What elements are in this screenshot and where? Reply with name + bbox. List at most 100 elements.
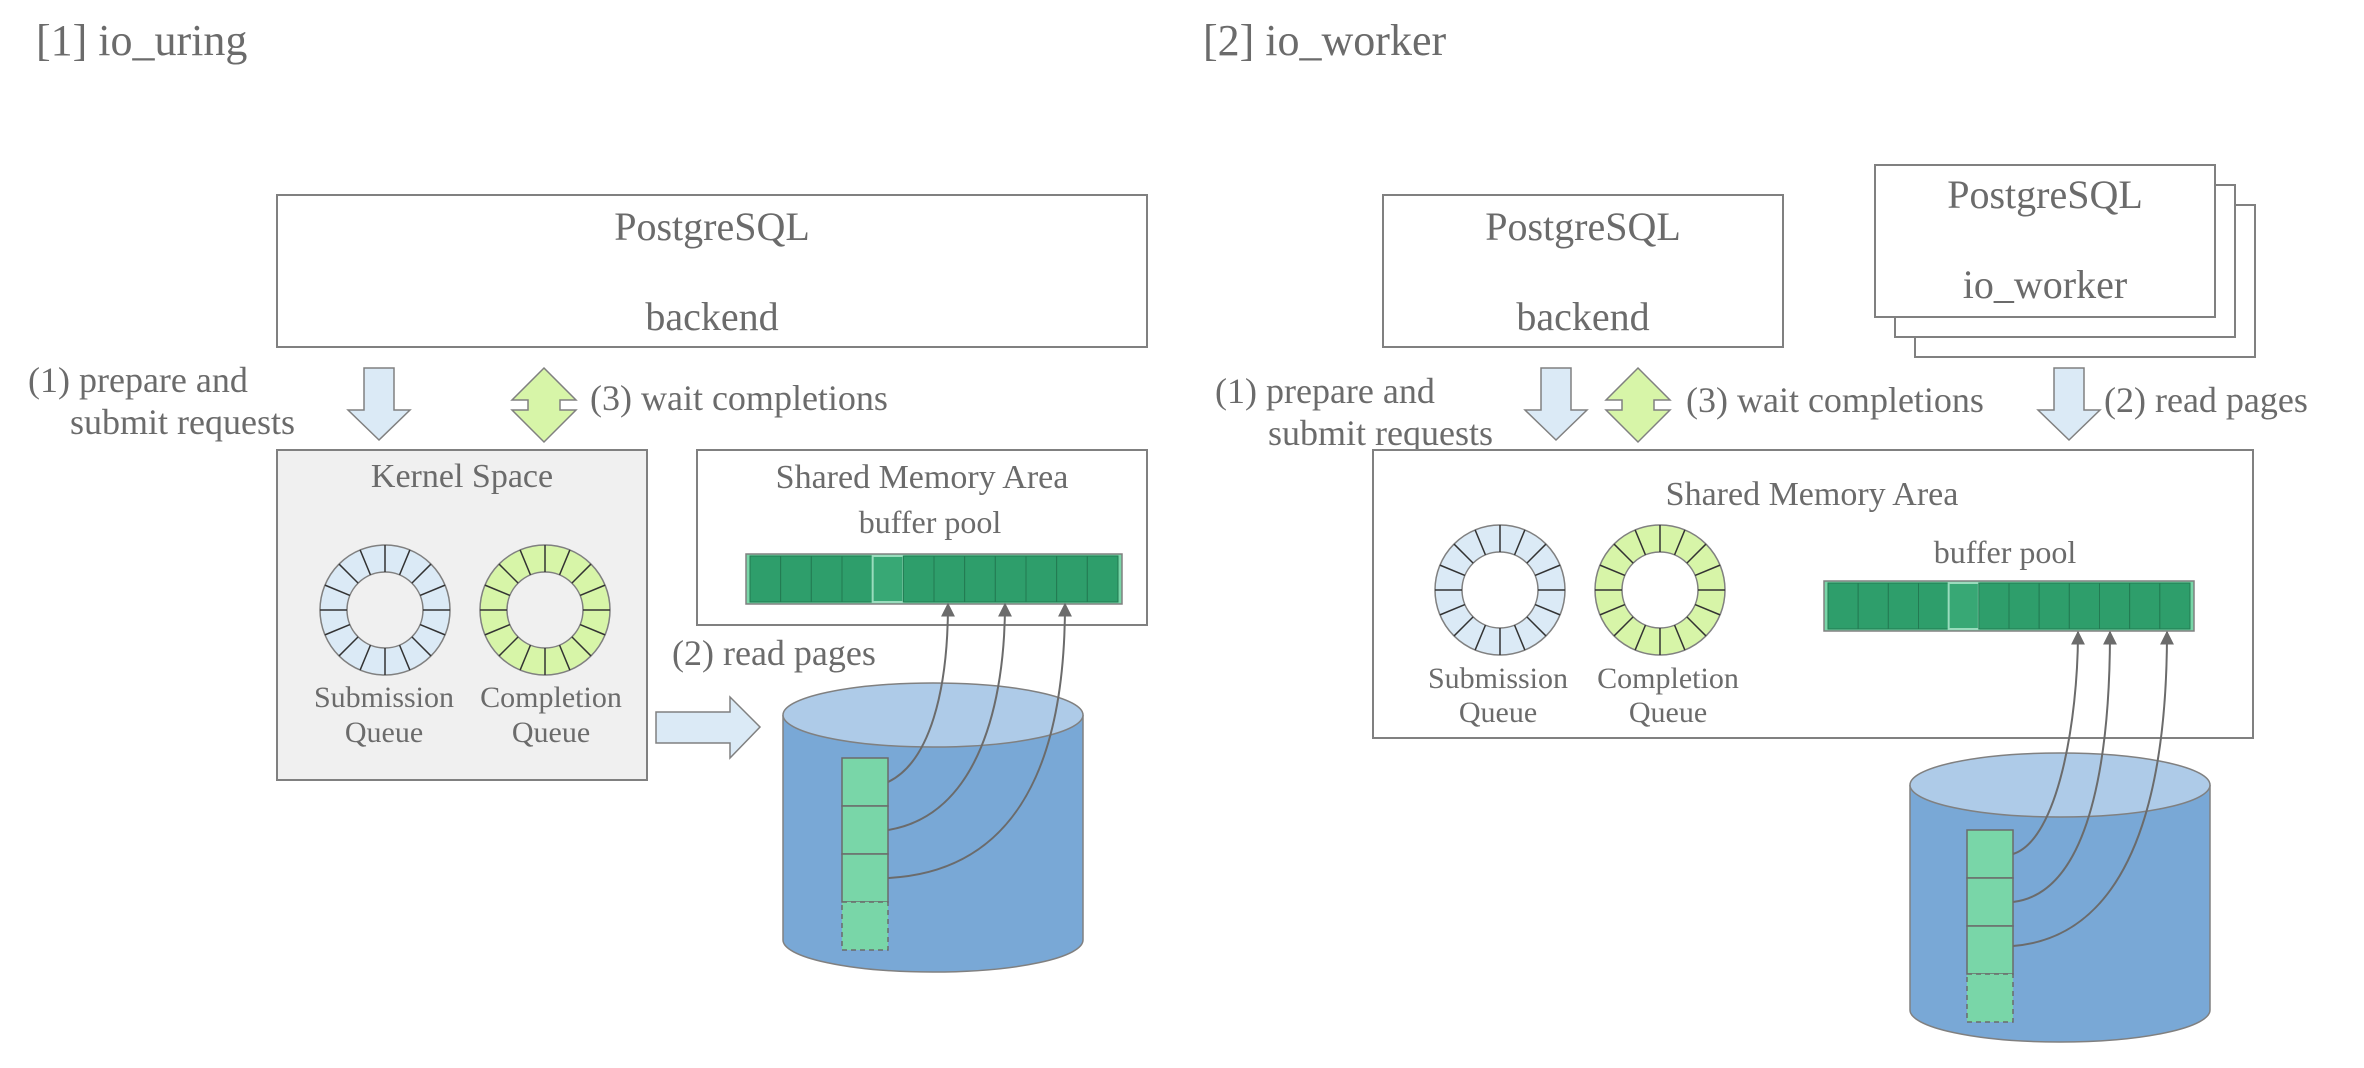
read-curve-2-1 xyxy=(2012,630,2085,855)
ring-slot-divider xyxy=(419,623,446,636)
submission-queue-label-2-line1: Submission xyxy=(1428,662,1568,695)
read-curve-1 xyxy=(887,602,955,783)
buffer-page xyxy=(1918,582,1950,630)
ring-slot-divider xyxy=(484,584,511,597)
ring-slot-divider xyxy=(1474,529,1487,556)
completion-queue-ring xyxy=(479,544,611,676)
ring-slot-divider xyxy=(571,636,592,657)
step2-label: (2) read pages xyxy=(672,633,876,673)
shared-memory-box: Shared Memory Area buffer pool xyxy=(696,449,1148,626)
ring-slot-divider xyxy=(558,644,571,671)
buffer-page xyxy=(964,555,996,603)
buffer-page xyxy=(1827,582,1859,630)
step2-label-2: (2) read pages xyxy=(2104,380,2308,420)
disk-page xyxy=(841,805,889,855)
ring-slot-divider xyxy=(1526,616,1547,637)
panel-io-worker: [2] io_worker PostgreSQL backend Postgre… xyxy=(1203,16,2308,1043)
buffer-page xyxy=(994,555,1027,603)
ring-slot-divider xyxy=(1686,543,1707,564)
ring-slot-divider xyxy=(398,644,411,671)
backend-box-subtitle: backend xyxy=(645,294,778,339)
disk-page xyxy=(1966,973,2014,1023)
buffer-page xyxy=(1857,582,1889,630)
backend-box: PostgreSQL backend xyxy=(276,194,1148,348)
read-curve-3 xyxy=(887,602,1072,879)
ring-slot-divider xyxy=(1613,543,1634,564)
ring-slot-divider xyxy=(558,549,571,576)
backend-box-2-subtitle: backend xyxy=(1516,294,1649,339)
ring-slot-divider xyxy=(398,549,411,576)
disk-cylinder-2 xyxy=(1909,752,2211,1043)
step3-label-2: (3) wait completions xyxy=(1686,380,1984,420)
buffer-page xyxy=(871,555,905,603)
submission-queue-ring-2 xyxy=(1434,524,1566,656)
buffer-page xyxy=(841,555,874,603)
backend-box-title: PostgreSQL xyxy=(614,204,810,249)
ring-slot-divider xyxy=(498,636,519,657)
ring-slot-divider xyxy=(579,584,606,597)
ring-slot-divider xyxy=(324,623,351,636)
disk-page xyxy=(841,901,889,951)
buffer-page xyxy=(1947,582,1980,630)
ring-slot-divider xyxy=(571,563,592,584)
submission-queue-ring xyxy=(319,544,451,676)
ring-slot-divider xyxy=(1673,624,1686,651)
ring-slot-divider xyxy=(324,584,351,597)
buffer-pool-label-2: buffer pool xyxy=(1934,534,2077,570)
ring-slot-divider xyxy=(1534,603,1561,616)
ring-slot-divider xyxy=(338,636,359,657)
disk-pages xyxy=(841,757,889,951)
read-curve-2-3 xyxy=(2012,630,2174,947)
buffer-page xyxy=(749,555,782,603)
panel2-title: [2] io_worker xyxy=(1203,16,1446,65)
ring-slot-divider xyxy=(1634,529,1647,556)
buffer-page xyxy=(902,555,935,603)
ring-slot-divider xyxy=(411,563,432,584)
ring-slot-divider xyxy=(519,644,532,671)
ring-slot-divider xyxy=(338,563,359,584)
disk-cylinder xyxy=(782,682,1084,973)
submit-arrow xyxy=(346,367,412,442)
step1-label-2-line2: submit requests xyxy=(1268,413,1493,453)
read-curve-2 xyxy=(887,602,1012,831)
submission-queue-label-line2: Queue xyxy=(345,716,423,749)
ring-slot-divider xyxy=(359,644,372,671)
disk-page xyxy=(841,853,889,903)
ring-slot-divider xyxy=(1453,543,1474,564)
ring-slot-divider xyxy=(359,549,372,576)
completion-queue-ring-2 xyxy=(1594,524,1726,656)
ring-slot-divider xyxy=(1513,624,1526,651)
wait-double-arrow xyxy=(510,366,578,444)
backend-box-2: PostgreSQL backend xyxy=(1382,194,1784,348)
disk-page xyxy=(841,757,889,807)
buffer-page xyxy=(2008,582,2040,630)
panel1-title: [1] io_uring xyxy=(36,16,247,65)
ring-slot-divider xyxy=(1599,603,1626,616)
buffer-pool xyxy=(745,553,1123,605)
backend-box-2-title: PostgreSQL xyxy=(1485,204,1681,249)
submit-arrow-2 xyxy=(1523,367,1589,442)
submission-queue-label-2-line2: Queue xyxy=(1459,696,1537,729)
buffer-page xyxy=(1086,555,1119,603)
panel-io-uring: [1] io_uring PostgreSQL backend (1) prep… xyxy=(28,16,1148,973)
shared-memory-label: Shared Memory Area xyxy=(776,459,1069,496)
ring-slot-divider xyxy=(1634,624,1647,651)
wait-double-arrow-2 xyxy=(1604,366,1672,444)
ring-slot-divider xyxy=(1694,564,1721,577)
buffer-page xyxy=(2129,582,2161,630)
buffer-pool-label: buffer pool xyxy=(859,504,1002,540)
buffer-page xyxy=(1056,555,1088,603)
buffer-page xyxy=(1978,582,2010,630)
ring-slot-divider xyxy=(579,623,606,636)
ring-slot-divider xyxy=(1694,603,1721,616)
buffer-page xyxy=(933,555,966,603)
ring-slot-divider xyxy=(419,584,446,597)
read-curve-2-2 xyxy=(2012,630,2117,903)
buffer-page xyxy=(2038,582,2070,630)
read-pages-arrow-2 xyxy=(2036,367,2102,442)
buffer-page xyxy=(810,555,843,603)
step3-label: (3) wait completions xyxy=(590,378,888,418)
ring-slot-divider xyxy=(1439,564,1466,577)
buffer-page xyxy=(2068,582,2100,630)
